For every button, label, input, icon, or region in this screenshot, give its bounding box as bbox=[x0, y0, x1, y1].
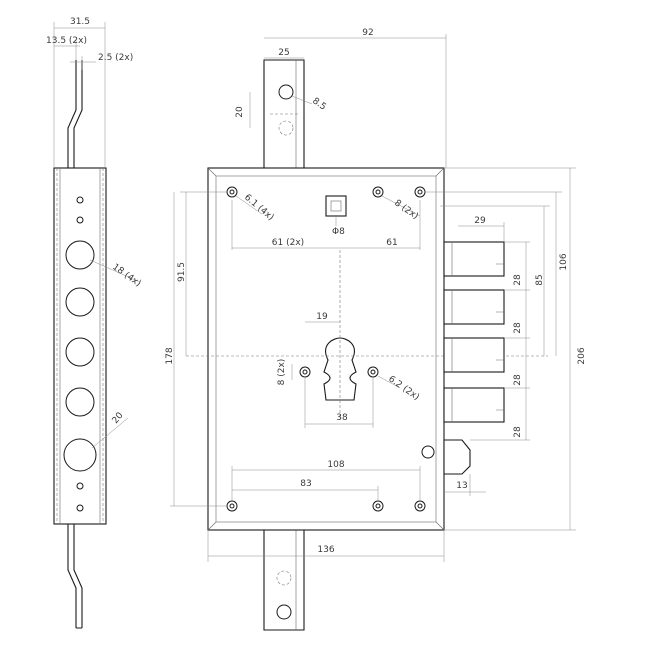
front-latch-hole bbox=[63, 438, 97, 472]
corner-line bbox=[207, 521, 217, 531]
upper-hole-inner bbox=[375, 189, 381, 195]
square-spindle-inner bbox=[330, 200, 342, 212]
dim-bottom-108: 108 bbox=[327, 460, 344, 470]
dim-bolt-pitch-1: 28 bbox=[513, 274, 523, 286]
dim-spacing-left: 61 (2x) bbox=[272, 238, 304, 248]
dim-bolt-pitch-4: 28 bbox=[513, 426, 523, 438]
dim-height-178: 178 bbox=[165, 347, 175, 364]
dimension-labels: 31.5 13.5 (2x) 2.5 (2x) 18 (4x) 20 92 25… bbox=[46, 17, 587, 555]
front-bolt-hole bbox=[65, 337, 95, 367]
dim-key-side-holes-dia: 6.2 (2x) bbox=[386, 374, 421, 402]
dim-front-width: 31.5 bbox=[70, 17, 90, 27]
dim-bolt-pitch-2: 28 bbox=[513, 322, 523, 334]
corner-line bbox=[435, 167, 445, 177]
tab-hole bbox=[278, 84, 294, 100]
corner-hole-inner bbox=[229, 189, 235, 195]
lock-body-view bbox=[170, 34, 576, 631]
lower-hole-inner bbox=[375, 503, 381, 509]
front-screw-hole bbox=[76, 216, 84, 224]
dim-front-thickness: 2.5 (2x) bbox=[98, 53, 133, 63]
square-spindle bbox=[325, 195, 347, 217]
dim-top-width: 92 bbox=[362, 28, 373, 38]
dim-latch-width: 13 bbox=[456, 481, 467, 491]
dim-tab-height: 20 bbox=[235, 106, 245, 118]
front-top-arm bbox=[67, 60, 83, 168]
dim-bolt-width: 29 bbox=[474, 216, 486, 226]
dim-front-hole-round: 20 bbox=[111, 411, 126, 426]
keyhole-side-hole-inner bbox=[370, 369, 376, 375]
bolt-2 bbox=[443, 289, 505, 325]
keyhole-side-hole-inner bbox=[302, 369, 308, 375]
front-screw-hole bbox=[76, 504, 84, 512]
dim-key-width: 19 bbox=[316, 312, 328, 322]
front-bottom-arm bbox=[67, 524, 83, 629]
lock-body-inner bbox=[215, 175, 437, 523]
top-mounting-tab bbox=[263, 59, 305, 168]
corner-hole-inner bbox=[229, 503, 235, 509]
corner-hole-inner bbox=[417, 189, 423, 195]
bolt-3 bbox=[443, 337, 505, 373]
bolt-4 bbox=[443, 387, 505, 423]
dim-front-offset: 13.5 (2x) bbox=[46, 36, 87, 46]
front-screw-hole bbox=[76, 482, 84, 490]
dim-body-width: 136 bbox=[317, 545, 334, 555]
leader-line bbox=[377, 375, 401, 389]
dim-tab-hole: 8.5 bbox=[310, 96, 327, 112]
bolt-bevel-lines bbox=[496, 263, 504, 411]
corner-line bbox=[207, 167, 217, 177]
corner-hole-inner bbox=[417, 503, 423, 509]
dim-height-915: 91.5 bbox=[177, 262, 187, 282]
bottom-mounting-tab bbox=[263, 530, 305, 631]
keyhole bbox=[323, 337, 357, 401]
bolt-1 bbox=[443, 241, 505, 277]
leader-line bbox=[291, 95, 313, 105]
dim-upper-holes: 8 (2x) bbox=[392, 198, 420, 221]
dim-key-spacing: 38 bbox=[336, 413, 348, 423]
dim-key-side-holes: 8 (2x) bbox=[277, 359, 287, 386]
dim-square-spindle: Φ8 bbox=[332, 227, 345, 237]
dim-front-hole-large: 18 (4x) bbox=[110, 262, 142, 289]
dim-bottom-83: 83 bbox=[300, 479, 311, 489]
leader-line bbox=[381, 195, 421, 217]
dim-height-85: 85 bbox=[535, 274, 545, 285]
latch-pivot-hole bbox=[421, 445, 435, 459]
dim-height-206: 206 bbox=[577, 347, 587, 364]
dim-corner-holes: 6.1 (4x) bbox=[242, 193, 275, 223]
leader-line bbox=[235, 195, 263, 215]
dim-height-106: 106 bbox=[559, 253, 569, 270]
corner-line bbox=[435, 521, 445, 531]
leader-line bbox=[89, 259, 141, 283]
dim-tab-width: 25 bbox=[278, 48, 289, 58]
front-screw-hole bbox=[76, 196, 84, 204]
tab-hole bbox=[276, 604, 292, 620]
front-bolt-hole bbox=[65, 287, 95, 317]
tab-hidden-hole bbox=[278, 120, 294, 136]
front-plate-body bbox=[53, 167, 107, 525]
dim-spacing-right: 61 bbox=[386, 238, 397, 248]
front-bolt-hole bbox=[65, 387, 95, 417]
front-plate-view bbox=[53, 22, 141, 629]
dim-bolt-pitch-3: 28 bbox=[513, 374, 523, 386]
tab-hidden-hole bbox=[276, 570, 292, 586]
latch-bolt bbox=[443, 439, 471, 475]
front-bolt-hole bbox=[65, 240, 95, 270]
leader-line bbox=[91, 417, 129, 449]
